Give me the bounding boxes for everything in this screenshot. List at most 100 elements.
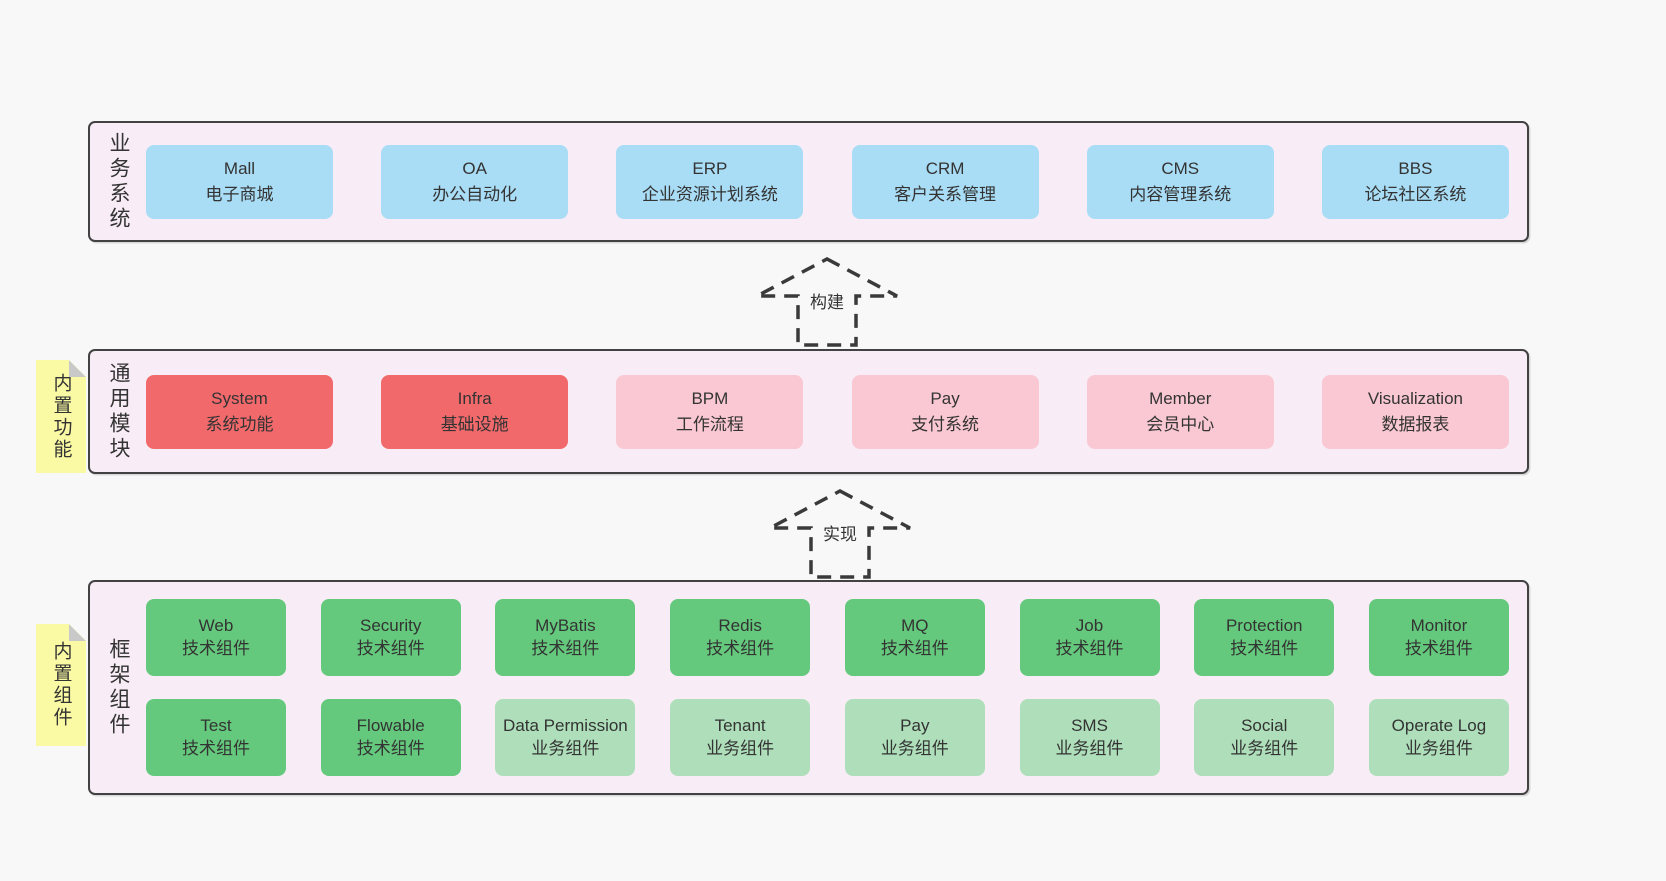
box-security: Security 技术组件 bbox=[320, 599, 461, 676]
implement-arrow: 实现 bbox=[765, 488, 915, 580]
box-title: ERP bbox=[692, 159, 728, 178]
box-subtitle: 支付系统 bbox=[911, 414, 980, 434]
box-redis: Redis 技术组件 bbox=[670, 599, 811, 676]
box-subtitle: 论坛社区系统 bbox=[1364, 184, 1467, 204]
box-subtitle: 技术组件 bbox=[356, 738, 425, 758]
box-title: Security bbox=[359, 616, 422, 636]
box-bpm: BPM 工作流程 bbox=[616, 374, 804, 449]
box-title: CMS bbox=[1161, 159, 1200, 178]
box-sms: SMS 业务组件 bbox=[1019, 699, 1160, 776]
build-arrow-label: 构建 bbox=[805, 288, 849, 313]
box-subtitle: 技术组件 bbox=[880, 638, 949, 658]
box-mall: Mall 电子商城 bbox=[146, 144, 333, 219]
box-title: Visualization bbox=[1367, 389, 1463, 408]
box-system: System 系统功能 bbox=[146, 374, 333, 449]
box-social: Social 业务组件 bbox=[1194, 699, 1335, 776]
box-subtitle: 数据报表 bbox=[1381, 414, 1450, 434]
box-subtitle: 技术组件 bbox=[182, 738, 250, 758]
box-title: Tenant bbox=[714, 716, 766, 736]
implement-arrow-label: 实现 bbox=[818, 520, 862, 545]
box-title: MQ bbox=[901, 616, 929, 636]
box-subtitle: 办公自动化 bbox=[432, 184, 518, 204]
box-pay-module: Pay 支付系统 bbox=[851, 374, 1039, 449]
box-operate-log: Operate Log 业务组件 bbox=[1368, 699, 1509, 776]
box-flowable: Flowable 技术组件 bbox=[320, 699, 461, 776]
box-subtitle: 业务组件 bbox=[706, 738, 775, 758]
box-pay-component: Pay 业务组件 bbox=[844, 699, 985, 776]
sticky-built-in-functions: 内置功能 bbox=[36, 360, 86, 473]
box-subtitle: 技术组件 bbox=[531, 638, 600, 658]
box-data-permission: Data Permission 业务组件 bbox=[495, 699, 636, 776]
box-title: Infra bbox=[457, 389, 492, 408]
box-title: MyBatis bbox=[535, 616, 596, 636]
up-arrow-icon bbox=[769, 489, 911, 579]
box-subtitle: 技术组件 bbox=[1230, 638, 1299, 658]
box-protection: Protection 技术组件 bbox=[1194, 599, 1335, 676]
layer-framework-components: 框架组件 Web 技术组件 Security 技术组件 MyBatis 技术组件… bbox=[88, 580, 1529, 795]
layer-modules-label-col: 通用模块 bbox=[90, 351, 146, 472]
box-title: Web bbox=[198, 616, 234, 636]
box-erp: ERP 企业资源计划系统 bbox=[616, 144, 804, 219]
folded-corner-icon bbox=[69, 360, 86, 377]
up-arrow-icon bbox=[756, 257, 898, 347]
box-subtitle: 电子商城 bbox=[205, 184, 274, 204]
layer-business-systems: 业务系统 Mall 电子商城 OA 办公自动化 ERP 企业资源计划系统 CRM bbox=[88, 121, 1529, 242]
box-subtitle: 技术组件 bbox=[1055, 638, 1124, 658]
box-title: Operate Log bbox=[1391, 716, 1487, 736]
sticky-built-in-components: 内置组件 bbox=[36, 624, 86, 746]
box-title: Member bbox=[1149, 389, 1212, 408]
box-subtitle: 业务组件 bbox=[1055, 738, 1124, 758]
box-mybatis: MyBatis 技术组件 bbox=[495, 599, 636, 676]
box-subtitle: 业务组件 bbox=[531, 738, 600, 758]
layer-business-label-col: 业务系统 bbox=[90, 123, 146, 240]
box-title: OA bbox=[462, 159, 487, 178]
box-subtitle: 工作流程 bbox=[675, 414, 744, 434]
box-title: SMS bbox=[1071, 716, 1108, 736]
modules-box-row: System 系统功能 Infra 基础设施 BPM 工作流程 Pay 支付系统… bbox=[146, 374, 1509, 449]
layer-components-label: 框架组件 bbox=[107, 637, 130, 738]
box-bbs: BBS 论坛社区系统 bbox=[1321, 144, 1509, 219]
box-subtitle: 技术组件 bbox=[706, 638, 775, 658]
box-oa: OA 办公自动化 bbox=[381, 144, 569, 219]
box-subtitle: 业务组件 bbox=[880, 738, 949, 758]
components-box-row-1: Web 技术组件 Security 技术组件 MyBatis 技术组件 Redi… bbox=[146, 599, 1509, 676]
layer-modules-label: 通用模块 bbox=[107, 361, 130, 462]
box-title: Flowable bbox=[356, 716, 425, 736]
layer-common-modules: 通用模块 System 系统功能 Infra 基础设施 BPM 工作流程 Pay bbox=[88, 349, 1529, 474]
layer-business-label: 业务系统 bbox=[107, 131, 130, 232]
box-subtitle: 基础设施 bbox=[440, 414, 509, 434]
box-title: Monitor bbox=[1410, 616, 1468, 636]
box-title: BPM bbox=[691, 389, 729, 408]
box-title: Social bbox=[1241, 716, 1288, 736]
box-title: Pay bbox=[930, 389, 960, 408]
box-subtitle: 客户关系管理 bbox=[894, 184, 997, 204]
box-subtitle: 业务组件 bbox=[1404, 738, 1473, 758]
box-test: Test 技术组件 bbox=[146, 699, 286, 776]
box-subtitle: 技术组件 bbox=[356, 638, 425, 658]
box-crm: CRM 客户关系管理 bbox=[851, 144, 1039, 219]
box-title: Mall bbox=[223, 159, 256, 178]
box-title: Protection bbox=[1225, 616, 1303, 636]
box-title: System bbox=[211, 389, 268, 408]
folded-corner-icon bbox=[69, 624, 86, 641]
build-arrow: 构建 bbox=[752, 256, 902, 348]
box-monitor: Monitor 技术组件 bbox=[1368, 599, 1509, 676]
box-title: Redis bbox=[718, 616, 762, 636]
box-tenant: Tenant 业务组件 bbox=[670, 699, 811, 776]
sticky-built-in-functions-label: 内置功能 bbox=[50, 372, 72, 461]
box-cms: CMS 内容管理系统 bbox=[1086, 144, 1274, 219]
business-box-row: Mall 电子商城 OA 办公自动化 ERP 企业资源计划系统 CRM 客户关系… bbox=[146, 144, 1509, 219]
box-subtitle: 技术组件 bbox=[1404, 638, 1473, 658]
layer-components-label-col: 框架组件 bbox=[90, 582, 146, 793]
box-title: BBS bbox=[1398, 159, 1433, 178]
box-visualization: Visualization 数据报表 bbox=[1321, 374, 1509, 449]
box-title: Pay bbox=[900, 716, 930, 736]
box-subtitle: 系统功能 bbox=[205, 414, 274, 434]
box-title: Job bbox=[1075, 616, 1104, 636]
box-subtitle: 会员中心 bbox=[1146, 414, 1215, 434]
box-subtitle: 内容管理系统 bbox=[1129, 184, 1232, 204]
box-title: Data Permission bbox=[503, 716, 628, 736]
box-subtitle: 业务组件 bbox=[1230, 738, 1299, 758]
sticky-built-in-components-label: 内置组件 bbox=[50, 641, 72, 729]
